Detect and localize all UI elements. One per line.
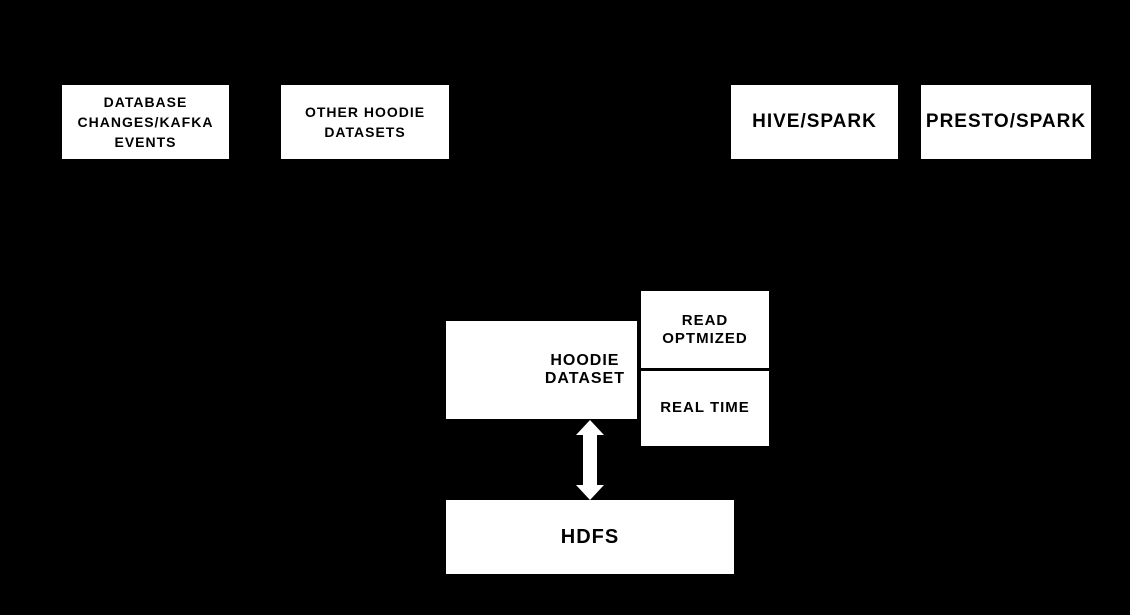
node-other-hoodie-datasets: OTHER HOODIE DATASETS	[281, 85, 449, 159]
node-hive-spark-label: HIVE/SPARK	[752, 111, 877, 133]
node-hdfs-label: HDFS	[560, 525, 620, 548]
node-hoodie-dataset: HOODIE DATASET	[446, 321, 637, 419]
node-real-time-view: REAL TIME	[641, 371, 769, 446]
node-presto-spark-label: PRESTO/SPARK	[925, 111, 1087, 133]
node-database-changes-kafka-events: DATABASE CHANGES/KAFKA EVENTS	[62, 85, 229, 159]
node-database-changes-kafka-events-label: DATABASE CHANGES/KAFKA EVENTS	[77, 94, 214, 150]
node-hoodie-dataset-label: HOODIE DATASET	[544, 352, 625, 387]
node-read-optimized-view-label: READ OPTMIZED	[662, 311, 748, 347]
node-hdfs: HDFS	[446, 500, 734, 574]
node-presto-spark: PRESTO/SPARK	[921, 85, 1091, 159]
node-read-optimized-view: READ OPTMIZED	[641, 291, 769, 368]
bidirectional-arrow-icon	[576, 420, 604, 500]
node-real-time-view-label: REAL TIME	[660, 399, 750, 417]
node-other-hoodie-datasets-label: OTHER HOODIE DATASETS	[304, 104, 426, 140]
node-hive-spark: HIVE/SPARK	[731, 85, 898, 159]
